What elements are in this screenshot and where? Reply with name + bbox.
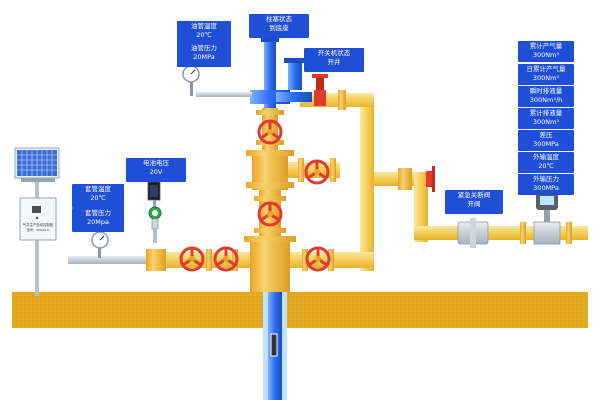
diff-pressure-title: 差压: [539, 131, 553, 139]
valve-wheel-icon[interactable]: [257, 119, 283, 145]
casing-temp-value: 20℃: [90, 194, 106, 202]
battery-title: 电池电压: [143, 159, 169, 167]
tubing-temp-title: 油管温度: [191, 22, 217, 30]
well-bore: [263, 290, 287, 400]
emergency-valve-value: 开阀: [467, 200, 481, 208]
tubing-temp-label: 油管温度 20℃: [177, 21, 231, 45]
transmitter-icon: [147, 181, 162, 243]
gauge-icon: [182, 65, 200, 83]
gauge-icon: [91, 231, 109, 249]
casing-temp-label: 套管温度 20℃: [72, 184, 124, 208]
switch-state-label: 开关机状态 开井: [304, 48, 364, 72]
flange: [566, 222, 572, 244]
cum-gas-value: 300Nm³: [532, 51, 560, 59]
emergency-valve-handle[interactable]: [426, 166, 435, 192]
outlet-pressure-value: 300MPa: [533, 184, 559, 192]
gauge-stem: [190, 82, 193, 96]
casing-branch-pipe: [68, 246, 148, 264]
flowmeter-icon[interactable]: [533, 192, 561, 245]
emergency-valve-label: 紧急关断阀 开阀: [445, 190, 503, 214]
elbow-pipe: [350, 252, 374, 268]
production-drop-pipe: [414, 172, 428, 242]
switch-state-value: 开井: [327, 58, 341, 66]
flange: [520, 222, 526, 244]
flange: [328, 249, 334, 271]
outlet-temp-title: 外输温度: [533, 153, 559, 161]
valve-wheel-icon[interactable]: [213, 246, 239, 272]
tubing-sensor-line: [196, 92, 252, 97]
control-cabinet[interactable]: [19, 197, 57, 241]
tubing-pressure-label: 油管压力 20MPa: [177, 43, 231, 67]
tubing-pressure-value: 20MPa: [193, 53, 215, 61]
switch-state-title: 开关机状态: [317, 49, 351, 57]
flange: [232, 249, 238, 271]
inst-drain-label: 瞬时排液量 300Nm³/h: [518, 86, 574, 107]
casing-pressure-title: 套管压力: [85, 209, 111, 217]
outlet-pressure-title: 外输压力: [533, 175, 559, 183]
emergency-valve-title: 紧急关断阀: [457, 191, 491, 199]
flange: [338, 90, 346, 110]
export-pipe: [414, 226, 588, 240]
daily-gas-label: 日累计产气量 300Nm³: [518, 64, 574, 85]
battery-voltage-label: 电池电压 20V: [126, 158, 186, 182]
ground-layer: [12, 292, 588, 328]
flange: [206, 249, 212, 271]
casing-pressure-value: 20Mpa: [87, 218, 109, 226]
diff-pressure-label: 差压 300MPa: [518, 130, 574, 151]
inst-drain-value: 300Nm³/h: [529, 96, 563, 104]
cum-drain-title: 累计排液量: [529, 109, 563, 117]
valve-wheel-icon[interactable]: [257, 201, 283, 227]
casing-temp-title: 套管温度: [85, 185, 111, 193]
emergency-shutoff-valve[interactable]: [457, 218, 489, 248]
solar-panel-icon: [14, 147, 60, 179]
valve-wheel-icon[interactable]: [179, 246, 205, 272]
flange: [302, 249, 308, 271]
casing-left-pipe: [146, 252, 256, 268]
outlet-temp-value: 20℃: [538, 162, 554, 170]
valve-wheel-icon[interactable]: [305, 246, 331, 272]
cum-drain-value: 300Nm³: [532, 118, 560, 126]
daily-gas-value: 300Nm³: [532, 74, 560, 82]
return-riser-pipe: [360, 95, 374, 271]
plunger-state-label: 柱塞状态 到底座: [249, 14, 309, 38]
plunger-value: 到底座: [269, 24, 289, 32]
cabinet-caption: 气井生产自动控制柜: [23, 222, 54, 227]
outlet-temp-label: 外输温度 20℃: [518, 152, 574, 173]
switch-valve-icon[interactable]: [312, 74, 328, 106]
cum-drain-label: 累计排液量 300Nm³: [518, 108, 574, 129]
valve-wheel-icon[interactable]: [304, 159, 330, 185]
cabinet-model: 型号：XXXXX-X: [27, 227, 49, 232]
pipe-fitting: [398, 168, 412, 190]
tubing-temp-value: 20℃: [196, 31, 212, 39]
diff-pressure-value: 300MPa: [533, 140, 559, 148]
plunger-title: 柱塞状态: [266, 15, 292, 23]
daily-gas-title: 日累计产气量: [526, 65, 566, 73]
plunger-lubricator: [250, 36, 312, 108]
tubing-pressure-title: 油管压力: [191, 44, 217, 52]
cum-gas-title: 累计产气量: [529, 42, 563, 50]
outlet-pressure-label: 外输压力 300MPa: [518, 174, 574, 195]
cum-gas-label: 累计产气量 300Nm³: [518, 41, 574, 62]
casing-pressure-label: 套管压力 20Mpa: [72, 208, 124, 232]
pipe-fitting: [146, 249, 166, 271]
inst-drain-title: 瞬时排液量: [529, 87, 563, 95]
battery-value: 20V: [149, 168, 163, 176]
